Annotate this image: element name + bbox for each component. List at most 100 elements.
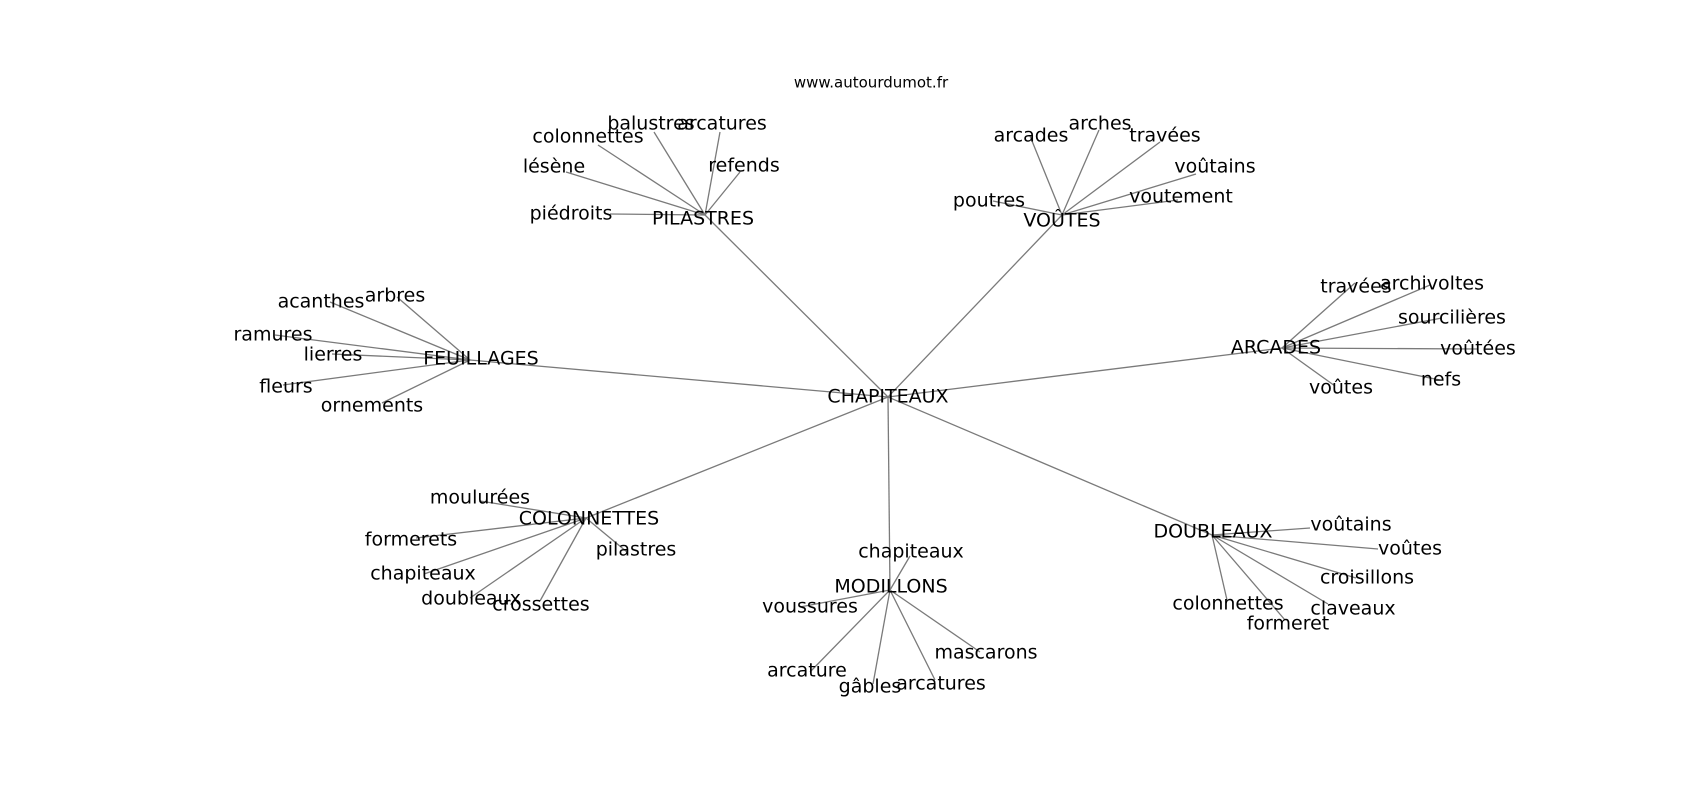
leaf-node-feuillages-0: acanthes <box>278 291 365 313</box>
leaf-node-arcades-1: archivoltes <box>1380 273 1484 295</box>
edge-arcades-leaf-3 <box>1281 347 1479 350</box>
hub-node-pilastres: PILASTRES <box>652 208 754 230</box>
edge-colonnettes-leaf-1 <box>415 517 587 539</box>
hub-node-voutes: VOÛTES <box>1023 208 1100 232</box>
leaf-node-voutes-0: arcades <box>994 125 1069 147</box>
leaf-node-modillons-5: arcatures <box>896 673 986 695</box>
leaf-node-arcades-5: nefs <box>1421 369 1461 391</box>
edge-pilastres-leaf-5 <box>609 213 706 216</box>
leaf-node-modillons-2: mascarons <box>934 642 1037 664</box>
edge-doubleaux-leaf-2 <box>1211 534 1357 579</box>
edge-voutes-leaf-4 <box>992 200 1063 216</box>
leaf-node-feuillages-2: ramures <box>234 324 313 346</box>
leaf-node-modillons-4: gâbles <box>839 676 902 698</box>
site-label: www.autourdumot.fr <box>794 74 949 92</box>
leaf-node-pilastres-5: piédroits <box>530 203 613 225</box>
leaf-node-arcades-4: voûtes <box>1309 377 1373 399</box>
edge-pilastres-leaf-2 <box>704 131 721 216</box>
edge-voutes-leaf-1 <box>1061 129 1100 216</box>
edge-feuillages-leaf-3 <box>331 353 471 361</box>
leaf-node-doubleaux-2: croisillons <box>1320 567 1414 589</box>
edge-doubleaux-leaf-4 <box>1211 534 1228 601</box>
edge-center-arcades <box>887 347 1283 398</box>
leaf-node-pilastres-2: arcatures <box>677 113 767 135</box>
leaf-node-arcades-0: travées <box>1320 276 1391 298</box>
leaf-node-doubleaux-5: formeret <box>1247 613 1330 635</box>
edge-pilastres-leaf-0 <box>597 144 706 216</box>
edge-colonnettes-leaf-2 <box>585 517 628 553</box>
edge-doubleaux-leaf-1 <box>1211 534 1379 550</box>
leaf-node-doubleaux-4: colonnettes <box>1172 593 1283 615</box>
edge-center-colonnettes <box>585 396 889 519</box>
edge-modillons-leaf-2 <box>889 589 981 653</box>
leaf-node-arcades-2: sourcilières <box>1398 307 1506 329</box>
leaf-node-feuillages-3: lierres <box>304 344 363 366</box>
leaf-node-colonnettes-5: crossettes <box>492 594 589 616</box>
leaf-node-feuillages-4: fleurs <box>259 376 312 398</box>
leaf-node-voutes-4: poutres <box>953 190 1025 212</box>
edge-center-pilastres <box>704 214 889 398</box>
edge-center-modillons <box>887 396 891 591</box>
leaf-node-doubleaux-3: claveaux <box>1310 598 1395 620</box>
edge-modillons-leaf-0 <box>889 555 911 591</box>
hub-node-modillons: MODILLONS <box>834 576 947 598</box>
edge-doubleaux-leaf-5 <box>1211 534 1286 621</box>
leaf-node-pilastres-4: refends <box>708 155 779 177</box>
edge-voutes-leaf-5 <box>1061 199 1179 216</box>
edge-colonnettes-leaf-4 <box>469 517 587 599</box>
edge-modillons-leaf-1 <box>799 589 891 608</box>
hub-node-colonnettes: COLONNETTES <box>519 508 659 530</box>
edge-feuillages-leaf-2 <box>274 334 471 361</box>
edge-center-feuillages <box>469 359 889 398</box>
hub-node-feuillages: FEUILLAGES <box>423 348 539 370</box>
edge-voutes-leaf-2 <box>1061 141 1161 216</box>
leaf-node-modillons-3: arcature <box>767 660 847 682</box>
leaf-node-pilastres-0: colonnettes <box>532 126 643 148</box>
edge-pilastres-leaf-3 <box>565 171 706 216</box>
hub-node-doubleaux: DOUBLEAUX <box>1153 521 1272 543</box>
edge-feuillages-leaf-5 <box>381 359 471 404</box>
edge-modillons-leaf-3 <box>809 589 891 673</box>
leaf-node-feuillages-1: arbres <box>365 285 426 307</box>
leaf-node-voutes-1: arches <box>1068 113 1131 135</box>
leaf-node-colonnettes-3: chapiteaux <box>370 563 476 585</box>
leaf-node-pilastres-1: balustres <box>607 113 694 135</box>
center-node: CHAPITEAUX <box>827 386 948 408</box>
edge-colonnettes-leaf-5 <box>539 517 587 602</box>
edge-feuillages-leaf-4 <box>282 359 471 386</box>
edge-arcades-leaf-2 <box>1281 317 1443 349</box>
edge-pilastres-leaf-1 <box>653 131 706 216</box>
leaf-node-voutes-3: voûtains <box>1174 156 1255 178</box>
graph-edges <box>274 129 1479 685</box>
leaf-node-colonnettes-4: doubleaux <box>421 588 521 610</box>
leaf-node-doubleaux-0: voûtains <box>1310 514 1391 536</box>
leaf-node-voutes-5: voutement <box>1129 186 1233 208</box>
leaf-node-voutes-2: travées <box>1129 125 1200 147</box>
edge-arcades-leaf-4 <box>1281 347 1336 387</box>
edge-pilastres-leaf-4 <box>704 171 741 216</box>
edge-modillons-leaf-5 <box>889 589 936 681</box>
edge-center-doubleaux <box>887 396 1213 536</box>
edge-arcades-leaf-1 <box>1281 284 1431 349</box>
edge-feuillages-leaf-0 <box>329 301 471 361</box>
edge-colonnettes-leaf-3 <box>423 517 587 575</box>
edge-modillons-leaf-4 <box>872 589 891 685</box>
leaf-node-modillons-0: chapiteaux <box>858 541 964 563</box>
leaf-node-modillons-1: voussures <box>762 596 858 618</box>
edge-arcades-leaf-0 <box>1281 282 1356 349</box>
leaf-node-colonnettes-2: pilastres <box>596 539 677 561</box>
leaf-node-doubleaux-1: voûtes <box>1378 538 1442 560</box>
edge-voutes-leaf-3 <box>1061 173 1197 216</box>
edge-doubleaux-leaf-0 <box>1211 527 1311 536</box>
edge-center-voutes <box>887 214 1063 398</box>
leaf-node-colonnettes-0: moulurées <box>430 487 530 509</box>
leaf-node-colonnettes-1: formerets <box>365 529 457 551</box>
leaf-node-feuillages-5: ornements <box>321 395 423 417</box>
edge-voutes-leaf-0 <box>1029 135 1063 216</box>
leaf-node-arcades-3: voûtées <box>1440 338 1516 360</box>
edge-doubleaux-leaf-3 <box>1211 534 1329 605</box>
leaf-node-pilastres-3: lésène <box>523 156 585 178</box>
edge-colonnettes-leaf-0 <box>479 500 587 519</box>
hub-node-arcades: ARCADES <box>1231 337 1321 359</box>
